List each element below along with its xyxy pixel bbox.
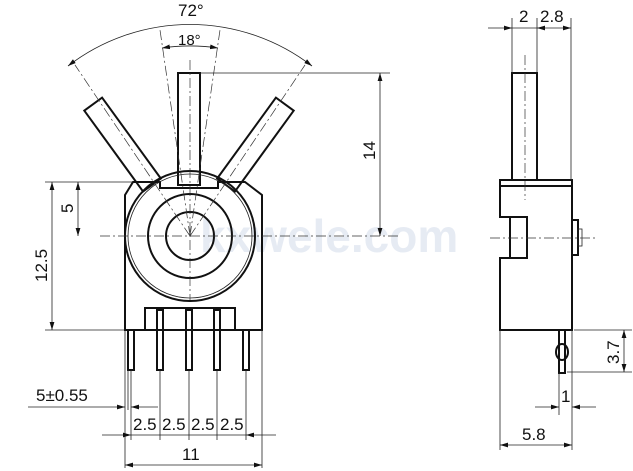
dim-11: 11 bbox=[182, 445, 200, 464]
angle-18-label: 18° bbox=[178, 32, 201, 49]
dim-pitch-4: 2.5 bbox=[220, 415, 244, 434]
side-bump bbox=[571, 219, 579, 256]
lever-left bbox=[82, 96, 163, 193]
side-shaft bbox=[511, 72, 538, 181]
dim-2-8: 2.8 bbox=[540, 7, 564, 26]
dim-5-8: 5.8 bbox=[522, 425, 546, 444]
dim-2: 2 bbox=[519, 7, 528, 26]
dim-1: 1 bbox=[561, 387, 570, 406]
dim-14: 14 bbox=[360, 141, 379, 160]
shaft bbox=[177, 72, 201, 186]
side-view: 2 2.8 3.7 1 5.8 bbox=[488, 7, 632, 450]
dim-pitch-1: 2.5 bbox=[133, 415, 157, 434]
pin-housing bbox=[144, 307, 236, 331]
dim-12-5: 12.5 bbox=[32, 249, 51, 282]
angle-72-label: 72° bbox=[178, 1, 204, 20]
pins bbox=[127, 309, 250, 371]
lever-right bbox=[215, 96, 296, 193]
dim-5-tolerance: 5±0.55 bbox=[36, 386, 88, 405]
dim-pitch-3: 2.5 bbox=[191, 415, 215, 434]
dim-3-7: 3.7 bbox=[604, 340, 623, 364]
dim-pitch-2: 2.5 bbox=[162, 415, 186, 434]
front-view: 72° 18° 14 5 12.5 5±0.55 2.5 2.5 2.5 2.5… bbox=[28, 1, 400, 468]
dim-5: 5 bbox=[58, 204, 77, 213]
side-pin bbox=[558, 329, 566, 374]
